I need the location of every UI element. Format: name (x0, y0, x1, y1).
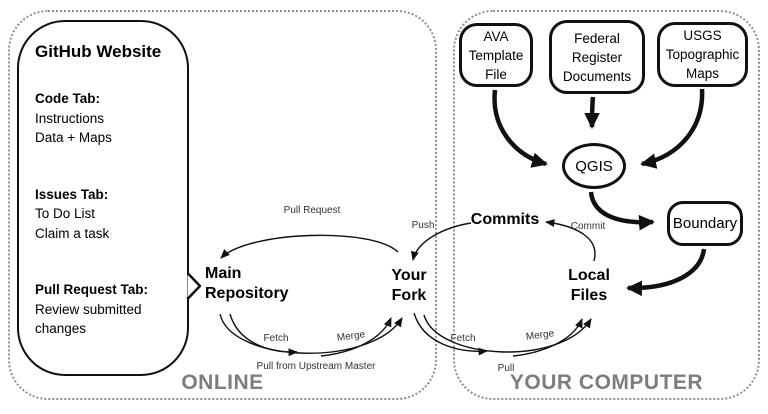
pull-request-arrow-label: Pull Request (283, 205, 341, 216)
qgis-node: QGIS (562, 143, 626, 189)
code-tab-line: Instructions (35, 110, 105, 126)
fetch-arrow-label-online: Fetch (263, 333, 289, 344)
commit-arrow-label: Commit (570, 221, 606, 232)
boundary-node: Boundary (667, 201, 743, 246)
online-section-label: ONLINE (181, 371, 264, 394)
your-fork-line: Fork (391, 287, 427, 304)
your-computer-section-label: YOUR COMPUTER (509, 371, 704, 394)
issues-tab-line: Claim a task (35, 225, 110, 241)
usgs-box-line: USGS (683, 28, 722, 43)
push-arrow-label: Push (411, 220, 435, 231)
pull-request-tab-heading: Pull Request Tab: (35, 282, 149, 297)
issues-tab-section: Issues Tab: To Do List Claim a task (35, 185, 177, 244)
fetch-arrow-label-computer: Fetch (450, 333, 476, 344)
federal-box-line: Documents (562, 68, 632, 84)
boundary-node-label: Boundary (672, 215, 738, 232)
pull-from-upstream-master-arrow-label: Pull from Upstream Master (256, 361, 376, 372)
qgis-node-label: QGIS (575, 157, 613, 175)
ava-box-line: Template (468, 47, 524, 63)
your-fork-line: Your (391, 267, 427, 284)
main-repository-node: Main Repository (205, 264, 289, 304)
main-repository-line: Repository (205, 285, 289, 302)
issues-tab-heading: Issues Tab: (35, 186, 109, 202)
main-repository-line: Main (205, 265, 242, 282)
code-tab-line: Data + Maps (35, 130, 112, 145)
local-files-node: Local Files (549, 266, 629, 306)
ava-box-line: File (485, 66, 507, 82)
your-fork-node: Your Fork (369, 266, 449, 306)
usgs-box-line: Maps (685, 66, 719, 81)
federal-box-line: Register (571, 49, 623, 65)
issues-tab-line: To Do List (35, 206, 96, 221)
github-website-box: GitHub Website Code Tab: Instructions Da… (17, 20, 189, 376)
online-section-container: ONLINE (8, 10, 437, 400)
commits-node: Commits (470, 211, 540, 228)
pull-arrow-label-computer: Pull (497, 363, 515, 374)
github-website-title: GitHub Website (35, 42, 162, 61)
ava-box-line: AVA (483, 28, 509, 44)
usgs-box-line: Topographic (665, 47, 740, 62)
code-tab-section: Code Tab: Instructions Data + Maps (35, 89, 177, 148)
ava-template-file-box: AVA Template File (459, 23, 533, 87)
your-computer-section-container: YOUR COMPUTER (453, 10, 760, 400)
federal-register-documents-box: Federal Register Documents (549, 20, 645, 94)
local-files-line: Files (570, 287, 608, 304)
pull-request-tab-section: Pull Request Tab: Review submitted chang… (35, 280, 177, 339)
pull-request-tab-line: changes (35, 321, 87, 336)
local-files-line: Local (568, 267, 610, 284)
usgs-topographic-maps-box: USGS Topographic Maps (657, 22, 748, 87)
code-tab-heading: Code Tab: (35, 91, 100, 106)
federal-box-line: Federal (574, 30, 620, 46)
pull-request-tab-line: Review submitted (35, 301, 142, 317)
